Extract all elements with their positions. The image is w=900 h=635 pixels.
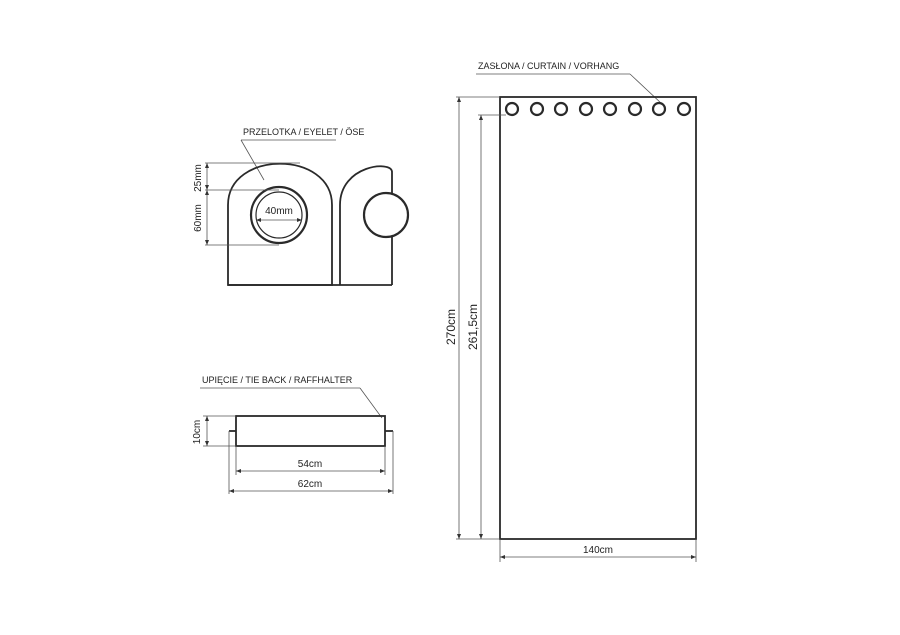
curtain-label: ZASŁONA / CURTAIN / VORHANG [478, 61, 619, 71]
dim-261-arrow-bottom [479, 534, 483, 539]
eyelet-ring-inner [255, 191, 303, 239]
diameter-dim-text: 40mm [265, 206, 293, 217]
dim-261-text: 261,5cm [466, 304, 480, 350]
curtain-eyelet [602, 101, 618, 117]
dim-60-arrow-bottom [205, 240, 209, 245]
curtain-panel [499, 96, 697, 540]
dim-62-text: 62cm [298, 479, 322, 490]
tieback-detail: UPIĘCIE / TIE BACK / RAFFHALTER 10cm 54c… [192, 375, 394, 494]
dim-270-text: 270cm [444, 309, 458, 345]
curtain-eyelet [676, 101, 692, 117]
dim-140-arrow-right [691, 555, 696, 559]
dim-10-text: 10cm [192, 420, 203, 444]
eyelet-fabric-panel-next [339, 165, 393, 285]
curtain-leader-line [629, 73, 663, 105]
eyelet-label: PRZELOTKA / EYELET / ÖSE [243, 127, 364, 137]
dim-62-arrow-right [388, 489, 393, 493]
dim-60-arrow-top [205, 190, 209, 195]
curtain-eyelets [504, 101, 692, 117]
dim-140-arrow-left [500, 555, 505, 559]
dim-270-arrow-bottom [457, 534, 461, 539]
dim-10-arrow-top [205, 416, 209, 421]
dim-54-arrow-left [236, 469, 241, 473]
dim-25-arrow-top [205, 163, 209, 168]
eyelet-fabric-panel [227, 163, 333, 286]
dim-270-arrow-top [457, 97, 461, 102]
curtain-eyelet [504, 101, 520, 117]
dim-10-arrow-bottom [205, 441, 209, 446]
tieback-label: UPIĘCIE / TIE BACK / RAFFHALTER [202, 375, 353, 385]
curtain-eyelet [553, 101, 569, 117]
curtain-eyelet [529, 101, 545, 117]
dim-261-arrow-top [479, 115, 483, 120]
diameter-arrow-right [297, 218, 302, 222]
curtain-detail: ZASŁONA / CURTAIN / VORHANG 270cm 261,5c… [444, 61, 697, 562]
curtain-eyelet [578, 101, 594, 117]
dim-25-arrow-bottom [205, 185, 209, 190]
dim-62-arrow-left [229, 489, 234, 493]
curtain-eyelet [651, 101, 667, 117]
dim-54-text: 54cm [298, 459, 322, 470]
dim-54-arrow-right [380, 469, 385, 473]
dim-140-text: 140cm [583, 545, 613, 556]
eyelet-detail: PRZELOTKA / EYELET / ÖSE 40mm 25mm 60mm [193, 127, 410, 286]
tieback-band [235, 415, 386, 447]
eyelet-leader-line [240, 139, 265, 181]
dim-25-text: 25mm [193, 164, 204, 192]
diameter-arrow-left [256, 218, 261, 222]
dim-60-text: 60mm [193, 204, 204, 232]
eyelet-ring-next [362, 191, 410, 239]
curtain-eyelet [627, 101, 643, 117]
tieback-leader-line [359, 387, 383, 419]
